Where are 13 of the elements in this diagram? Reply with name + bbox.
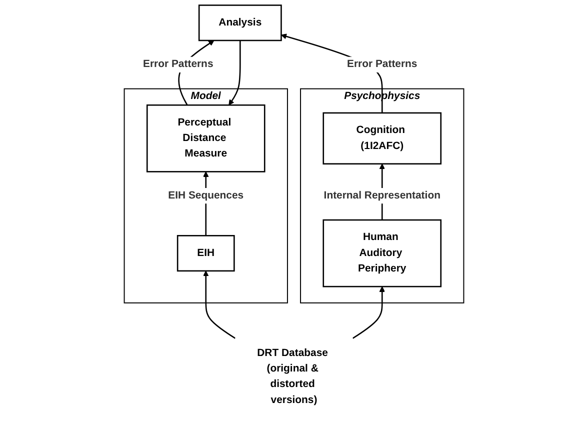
node-text: DRT Database (original & distorted versions) bbox=[256, 347, 328, 406]
arrow bbox=[228, 40, 240, 106]
edge-label: Error Patterns bbox=[142, 58, 213, 70]
edge-label: EIH Sequences bbox=[168, 190, 244, 202]
node-box: Human Auditory Periphery bbox=[322, 219, 442, 288]
arrow bbox=[202, 270, 236, 339]
edge-label: Error Patterns bbox=[346, 58, 417, 70]
node-box: Cognition (1I2AFC) bbox=[322, 112, 442, 164]
node-box: Perceptual Distance Measure bbox=[146, 104, 265, 172]
edge-label: Internal Representation bbox=[323, 190, 440, 202]
node-box: Analysis bbox=[198, 4, 282, 42]
arrow bbox=[352, 286, 384, 339]
node-box: EIH bbox=[176, 235, 234, 272]
